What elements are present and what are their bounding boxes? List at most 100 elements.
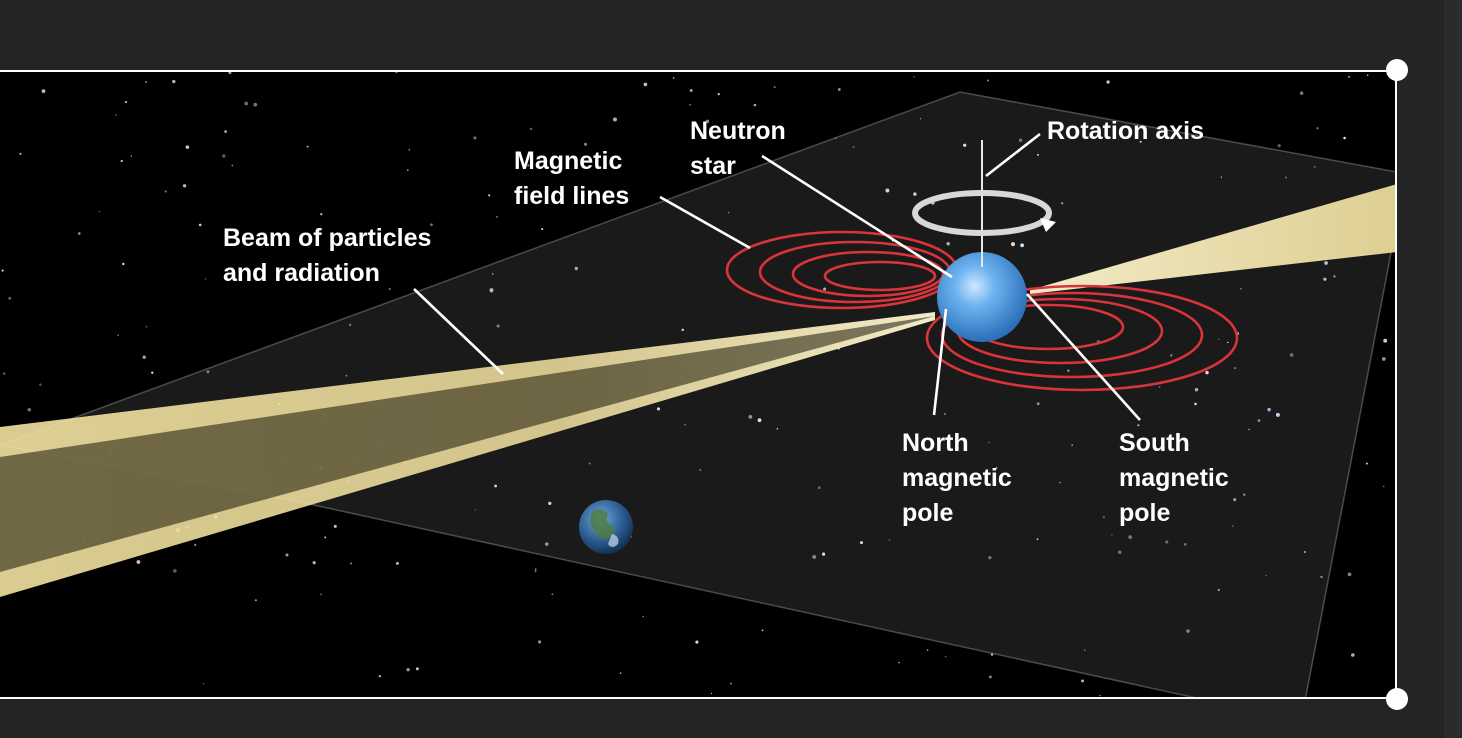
background-star (495, 215, 498, 218)
background-star (19, 152, 22, 155)
background-star (114, 114, 117, 116)
pulsar-diagram-image[interactable]: Rotation axis Neutron star Magnetic fiel… (0, 70, 1397, 699)
background-star (320, 593, 322, 596)
background-star (1299, 91, 1304, 95)
background-star (1333, 275, 1336, 278)
background-star (534, 570, 537, 573)
background-star (320, 213, 323, 216)
label-south-pole-1: South (1119, 429, 1190, 457)
background-star (681, 328, 685, 332)
background-star (333, 524, 337, 528)
background-star (963, 143, 967, 147)
background-star (1343, 136, 1346, 140)
background-star (551, 593, 554, 596)
background-star (1194, 402, 1197, 406)
scrollbar[interactable] (1444, 0, 1462, 738)
background-star (406, 668, 410, 672)
background-star (1289, 353, 1294, 357)
label-south-pole-2: magnetic (1119, 464, 1229, 492)
background-star (324, 536, 327, 539)
background-star (1036, 538, 1039, 541)
background-star (1220, 176, 1222, 178)
background-star (1383, 338, 1388, 343)
background-star (378, 674, 382, 678)
background-star (1037, 153, 1039, 156)
background-star (1365, 462, 1368, 465)
background-star (944, 412, 946, 415)
background-star (689, 103, 692, 106)
background-star (488, 194, 491, 197)
background-star (285, 553, 289, 557)
background-star (206, 370, 210, 374)
background-star (995, 467, 998, 469)
background-star (395, 561, 399, 565)
label-beam-2: and radiation (223, 259, 380, 287)
background-star (545, 542, 549, 546)
background-star (1170, 354, 1173, 357)
background-star (757, 418, 762, 423)
background-star (145, 325, 148, 328)
background-star (224, 130, 228, 134)
background-star (988, 441, 990, 444)
background-star (306, 145, 309, 148)
orbital-plane (0, 91, 1395, 697)
earth-icon (579, 500, 633, 554)
background-star (345, 375, 348, 377)
background-star (773, 86, 776, 89)
background-star (1165, 540, 1169, 544)
background-star (1347, 75, 1351, 79)
label-magnetic-field-1: Magnetic (514, 147, 622, 175)
background-star (415, 667, 419, 671)
background-star (689, 89, 693, 92)
background-star (1316, 127, 1319, 130)
background-star (430, 223, 433, 227)
background-star (254, 599, 257, 602)
background-star (538, 640, 542, 644)
background-star (496, 324, 500, 328)
background-star (473, 136, 477, 140)
resize-handle-bottom-right[interactable] (1386, 688, 1408, 710)
background-star (1234, 367, 1237, 370)
background-star (122, 262, 125, 266)
background-star (1217, 588, 1220, 592)
background-star (172, 569, 177, 573)
background-star (348, 323, 352, 327)
background-star (1084, 649, 1086, 652)
background-star (494, 484, 498, 488)
background-star (1158, 386, 1161, 388)
background-star (98, 210, 101, 213)
label-north-pole-3: pole (902, 499, 953, 527)
background-star (1071, 444, 1073, 446)
background-star (491, 273, 494, 275)
background-star (888, 539, 891, 542)
background-star (699, 469, 702, 471)
background-star (534, 568, 537, 571)
label-neutron-star-1: Neutron (690, 117, 786, 145)
resize-handle-top-right[interactable] (1386, 59, 1408, 81)
background-star (1347, 572, 1352, 577)
background-star (407, 169, 409, 171)
background-star (1106, 80, 1110, 84)
background-star (588, 462, 591, 465)
background-star (913, 76, 915, 78)
background-star (202, 682, 205, 685)
background-star (1118, 550, 1122, 554)
background-star (27, 408, 32, 412)
background-star (926, 649, 929, 651)
background-star (822, 552, 826, 556)
background-star (1194, 387, 1199, 392)
background-star (489, 288, 494, 293)
background-star (727, 211, 730, 214)
background-star (695, 640, 699, 644)
background-star (1243, 493, 1246, 496)
background-star (898, 661, 900, 664)
label-north-pole-2: magnetic (902, 464, 1012, 492)
background-star (3, 372, 6, 375)
background-star (548, 501, 552, 506)
background-star (136, 560, 141, 564)
background-star (1, 269, 4, 272)
background-star (818, 486, 821, 489)
background-star (1248, 428, 1250, 431)
background-star (812, 554, 817, 559)
label-north-pole-1: North (902, 429, 969, 457)
